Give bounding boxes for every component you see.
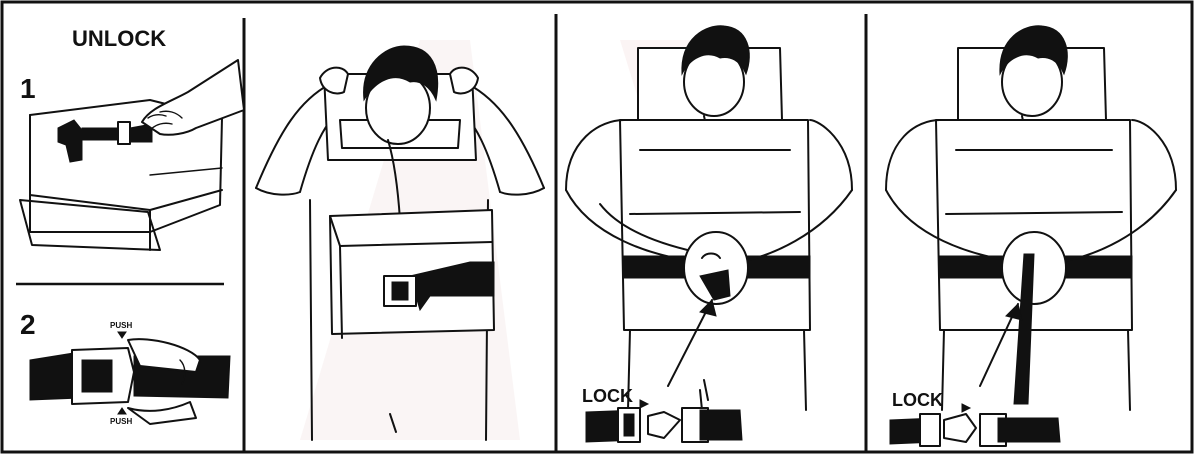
buckle-lock-b-icon [890,414,1060,446]
push-label-top: PUSH [110,321,132,330]
buckle-release-icon [30,339,230,424]
unlock-title: UNLOCK [72,26,166,51]
panel-lock-b: LOCK [886,26,1176,446]
lock-arrow-b-icon [962,404,970,412]
left-arm [256,84,330,188]
push-arrow-down-icon [118,332,126,338]
step-1-number: 1 [20,73,36,104]
buckle-lock-icon [586,408,742,442]
lock-label-b: LOCK [892,390,943,410]
step-2-number: 2 [20,309,36,340]
push-label-bottom: PUSH [110,417,132,426]
lock-label-a: LOCK [582,386,633,406]
lock-arrow-icon [640,400,648,408]
hand-pull-icon [142,60,244,135]
push-arrow-up-icon [118,408,126,414]
panel-unlock: UNLOCK 1 2 PUSH PUSH [20,26,244,426]
buckle-closeup-b [1002,232,1066,304]
panel-lock-a: LOCK [566,26,852,442]
